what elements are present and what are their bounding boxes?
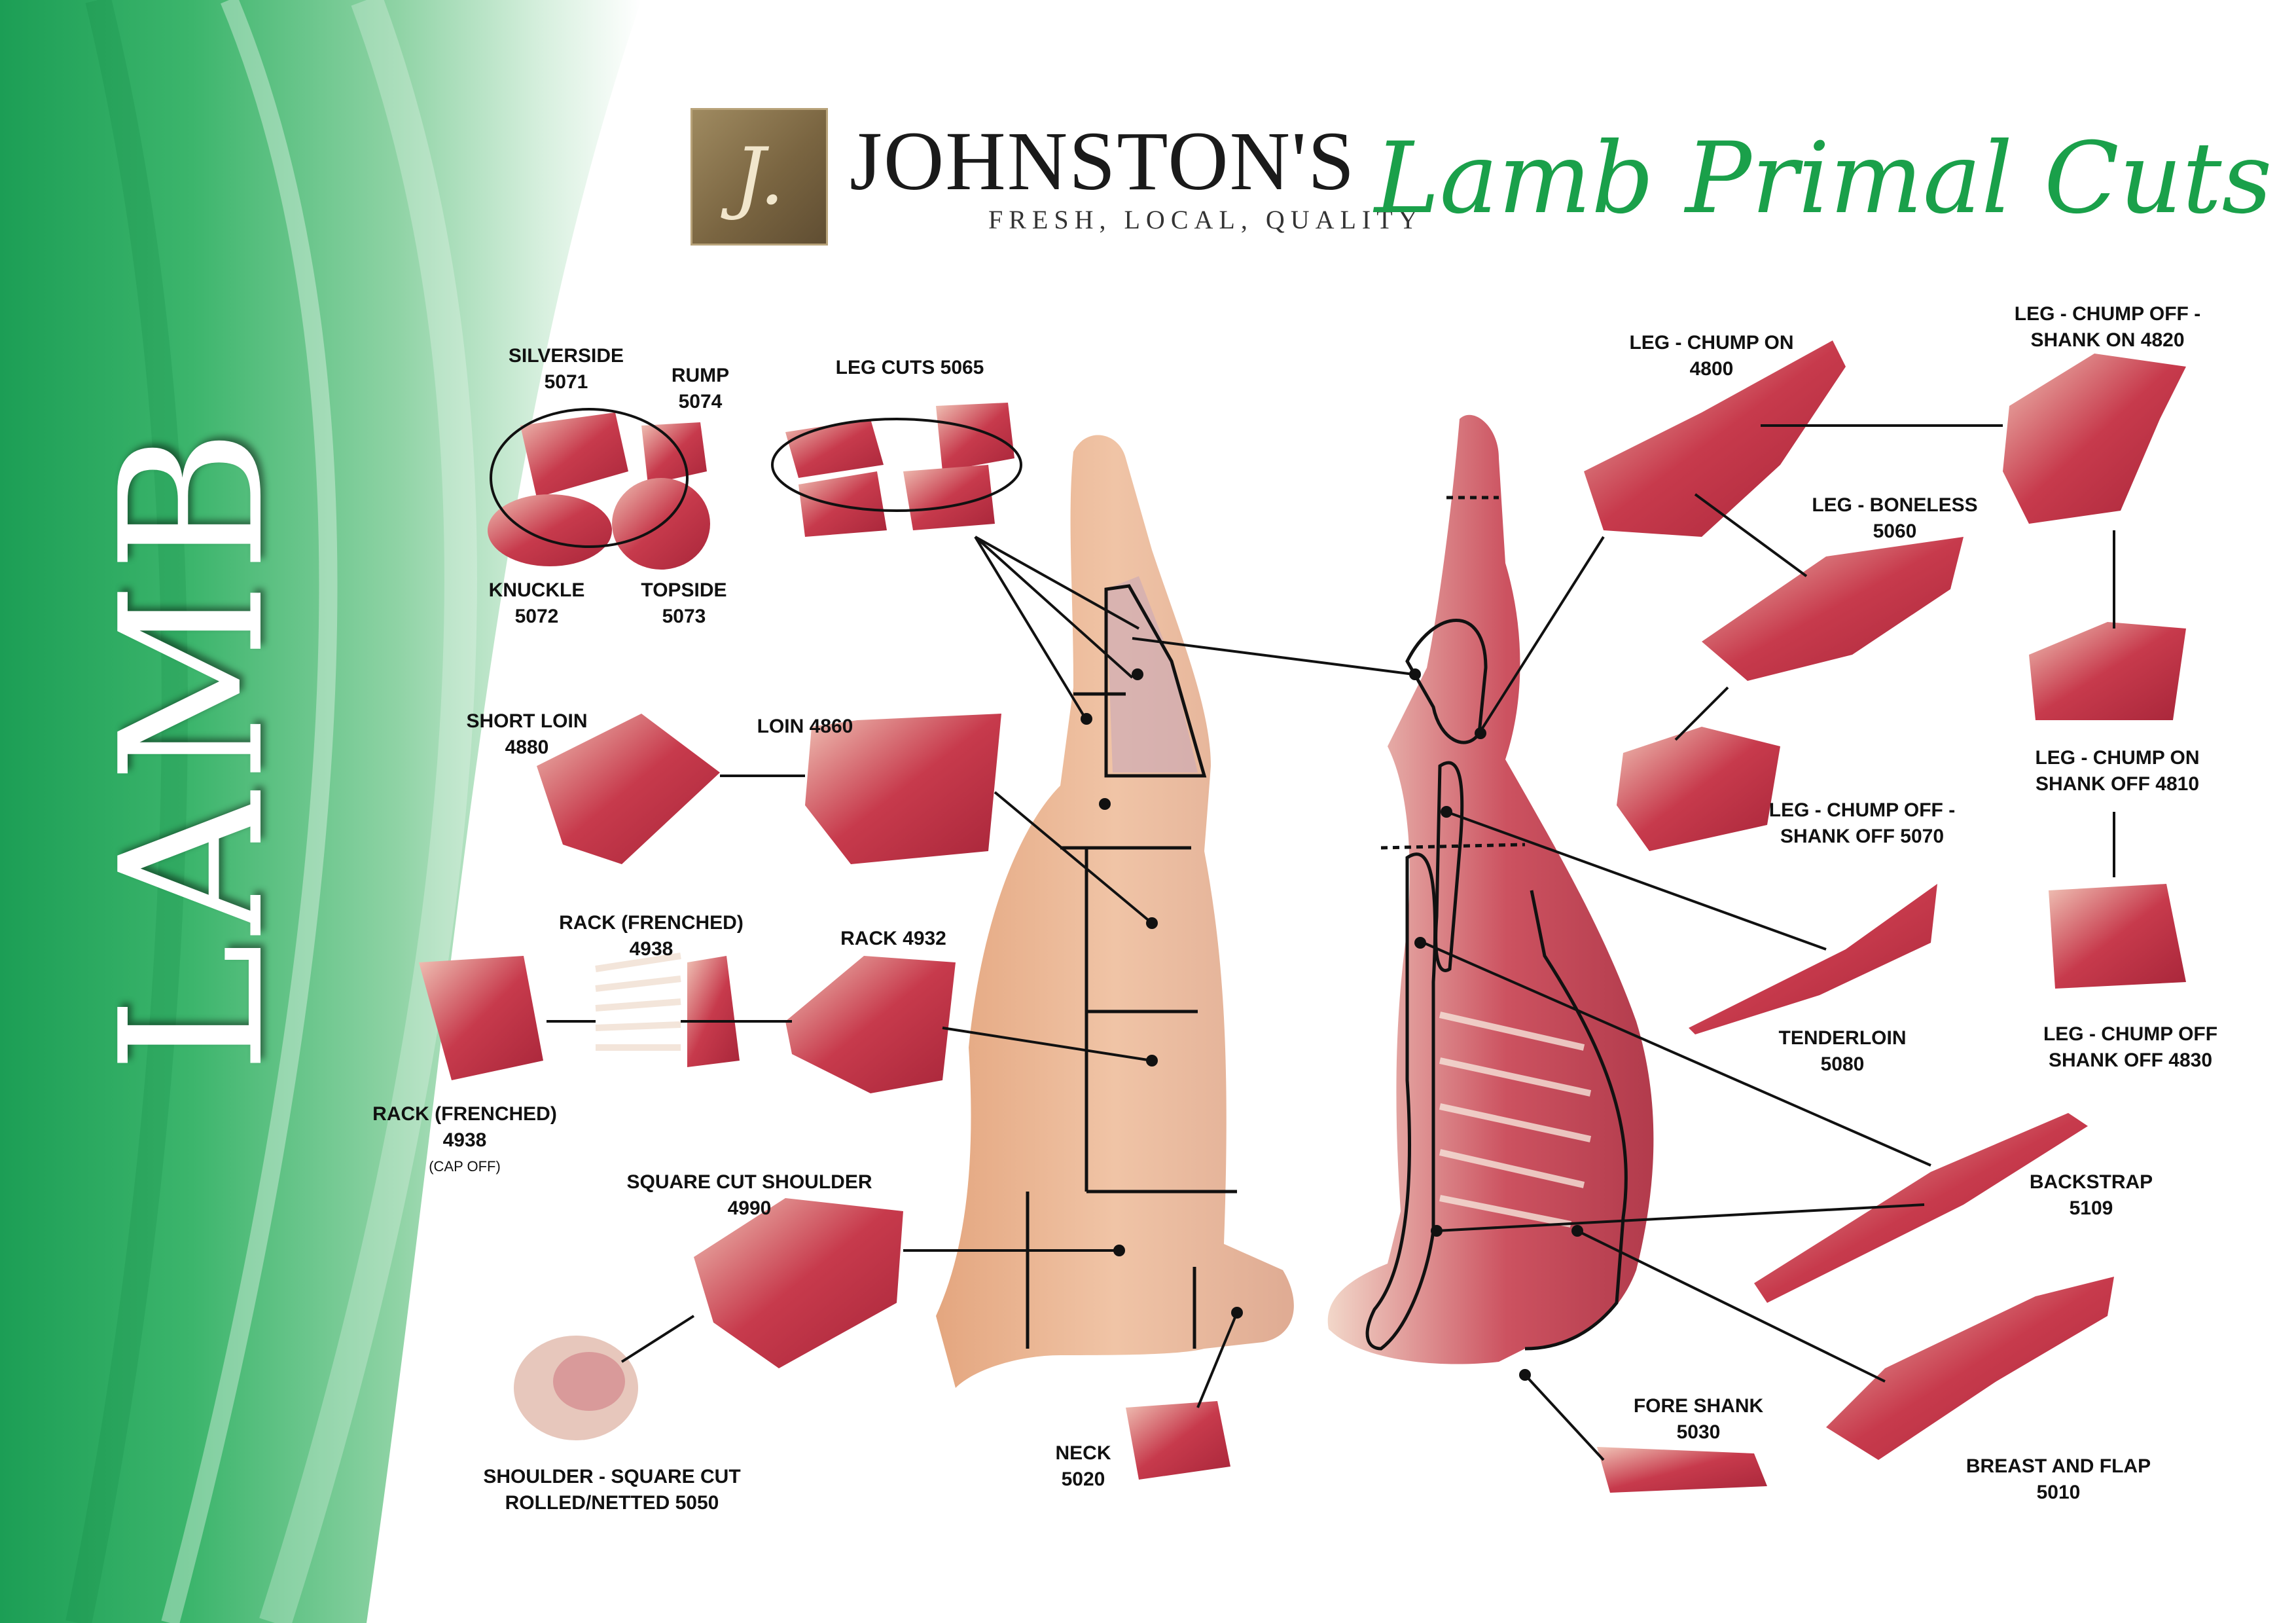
label-loin: LOIN 4860	[757, 716, 853, 737]
label-rack-frenched: RACK (FRENCHED)4938	[559, 912, 744, 960]
page-title: Lamb Primal Cuts	[1374, 122, 2272, 236]
tenderloin-image	[1689, 884, 1937, 1034]
label-leg-cuts: LEG CUTS 5065	[835, 357, 984, 378]
short-loin-image	[537, 714, 720, 864]
cut-images	[419, 340, 2186, 1493]
label-rack: RACK 4932	[840, 928, 946, 949]
leader-dots	[1081, 668, 1583, 1381]
rack-frenched-image	[595, 953, 740, 1067]
brand-monogram: J.	[734, 131, 785, 223]
leg-chump-off-shank-off-4830-image	[2049, 884, 2186, 989]
fore-shank-image	[1597, 1447, 1767, 1493]
neck-image	[1126, 1401, 1230, 1480]
leg-chump-on-image	[1584, 340, 1846, 537]
leg-cuts-image	[785, 403, 1014, 537]
carcass-inside	[1327, 414, 1654, 1364]
leg-boneless-image	[1702, 537, 1964, 681]
square-cut-shoulder-image	[694, 1198, 903, 1368]
brand-tagline: FRESH, LOCAL, QUALITY	[988, 205, 1424, 234]
rump-image	[641, 422, 707, 484]
knuckle-image	[488, 494, 612, 566]
leader-lines	[547, 424, 2115, 1461]
breast-and-flap-image	[1826, 1277, 2114, 1460]
rack-frenched-cap-off-image	[419, 956, 543, 1080]
leg-chump-on-shank-off-image	[2029, 622, 2186, 720]
leg-chump-off-shank-off-5070-image	[1617, 727, 1780, 851]
label-rack-frenched-cap-off: RACK (FRENCHED)4938(CAP OFF)	[372, 1103, 557, 1175]
rack-image	[785, 956, 956, 1093]
leg-group-ring	[490, 408, 689, 548]
leg-chump-off-shank-on-image	[2003, 354, 2186, 524]
silverside-image	[520, 412, 628, 498]
brand-name: JOHNSTON'S	[850, 115, 1356, 208]
shoulder-rolled-image	[514, 1336, 638, 1440]
green-sidebar	[0, 0, 641, 1623]
carcass-outside	[936, 435, 1294, 1388]
brand-logo: J.	[691, 108, 828, 246]
label-leg-chump-off-shank-on: LEG - CHUMP OFF -SHANK ON 4820	[2014, 303, 2201, 351]
backstrap-image	[1754, 1113, 2088, 1303]
label-leg-chump-off-shank-off-5070: LEG - CHUMP OFF -SHANK OFF 5070	[1768, 799, 1956, 847]
leg-cuts-ring	[771, 418, 1022, 512]
loin-image	[805, 714, 1001, 864]
